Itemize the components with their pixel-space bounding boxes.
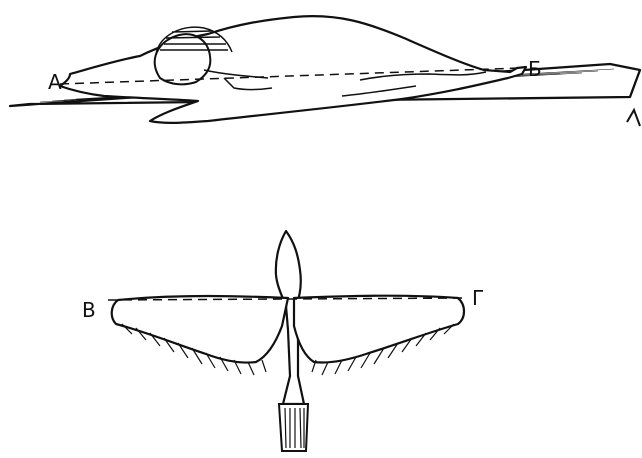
- top-diagram: А Б: [10, 16, 640, 126]
- corner-mark: [627, 110, 640, 126]
- label-b: Б: [528, 57, 542, 81]
- label-v: В: [82, 298, 96, 322]
- label-g: Г: [472, 286, 484, 310]
- bottom-diagram: В Г: [82, 231, 484, 451]
- swimmer-head: [155, 34, 211, 84]
- label-a: А: [48, 70, 62, 94]
- left-wing: [112, 296, 288, 363]
